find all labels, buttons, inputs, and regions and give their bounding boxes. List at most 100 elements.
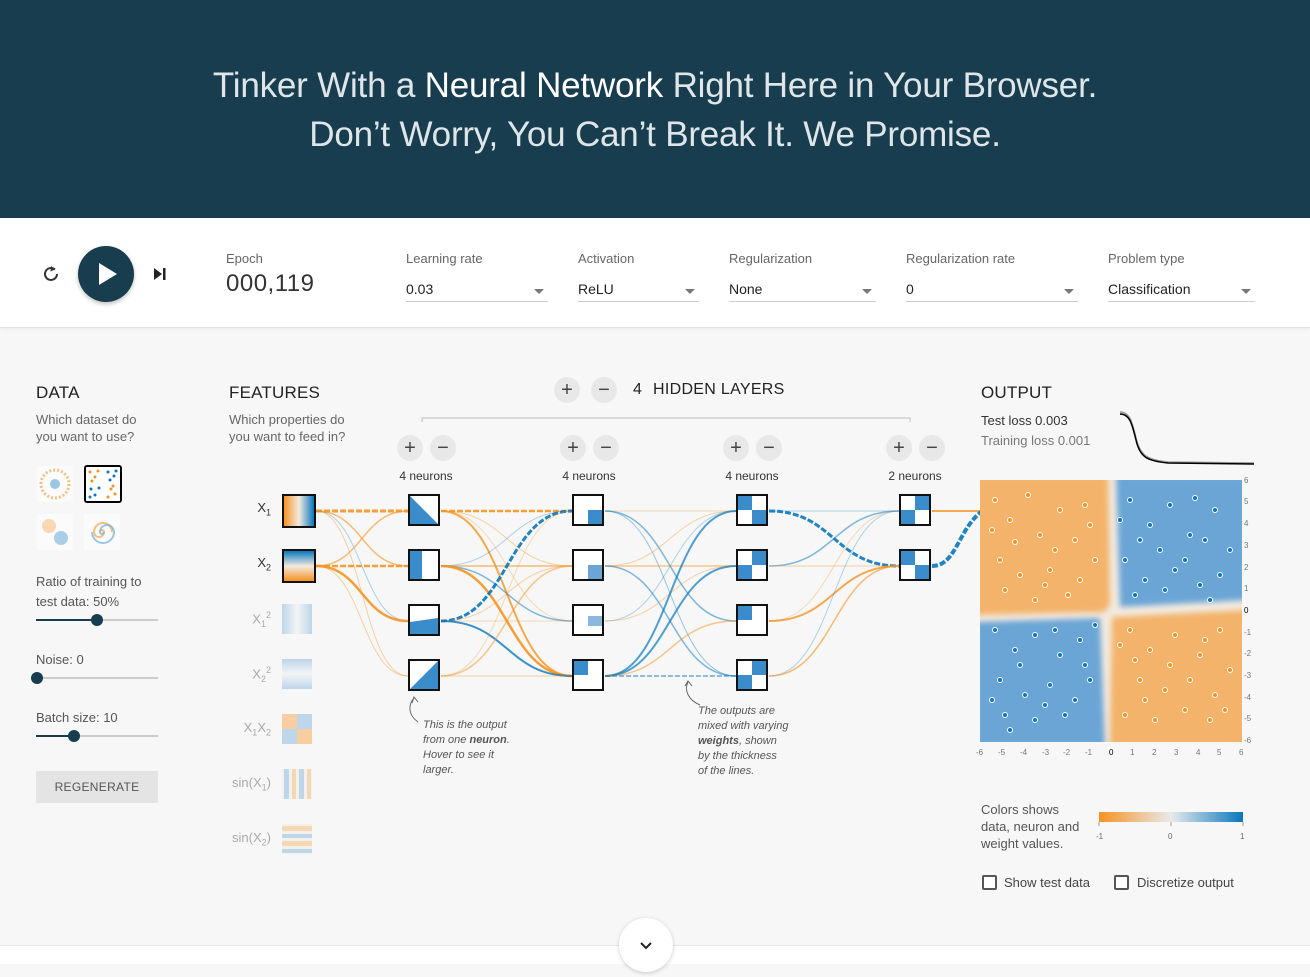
chevron-down-icon: [1064, 289, 1074, 294]
feature-x1[interactable]: [282, 494, 316, 528]
features-title: FEATURES: [229, 383, 321, 402]
play-button[interactable]: [78, 246, 134, 302]
chevron-down-icon: [685, 289, 695, 294]
add-neuron-layer-3[interactable]: +: [723, 435, 749, 461]
output-title: OUTPUT: [981, 383, 1053, 402]
learning-rate-value: 0.03: [406, 281, 434, 297]
output-y-axis: 6 5 4 3 2 1 0 -1 -2 -3 -4 -5 -6: [1244, 476, 1252, 745]
neuron-l1-n4[interactable]: [408, 659, 440, 691]
noise-slider-thumb[interactable]: [31, 672, 43, 684]
batch-size-slider[interactable]: [36, 730, 158, 742]
neuron-l2-n4[interactable]: [572, 659, 604, 691]
play-icon: [99, 263, 117, 285]
remove-neuron-layer-2[interactable]: −: [593, 435, 619, 461]
show-test-data-label[interactable]: Show test data: [1004, 875, 1090, 890]
feature-x2-squared[interactable]: [282, 659, 312, 689]
dataset-gauss[interactable]: [37, 514, 73, 550]
neuron-l1-n1[interactable]: [408, 494, 440, 526]
color-legend-text: Colors shows data, neuron and weight val…: [981, 802, 1080, 851]
color-scale-bar: [1098, 812, 1244, 826]
chevron-down-icon: [1241, 289, 1251, 294]
neuron-l2-n2[interactable]: [572, 549, 604, 581]
neuron-l1-n3[interactable]: [408, 604, 440, 636]
annotation-weights: The outputs are mixed with varying weigh…: [698, 705, 789, 777]
output-heatmap: [980, 480, 1242, 742]
batch-size-slider-thumb[interactable]: [68, 730, 80, 742]
learning-rate-label: Learning rate: [406, 251, 483, 266]
hero-title-pre: Tinker With a: [212, 66, 425, 105]
top-controls-bar: Epoch 000,119 Learning rate 0.03 Activat…: [0, 218, 1310, 328]
hero-title-line-2: Don’t Worry, You Can’t Break It. We Prom…: [309, 115, 1001, 154]
remove-neuron-layer-3[interactable]: −: [756, 435, 782, 461]
add-neuron-layer-4[interactable]: +: [886, 435, 912, 461]
feature-x1-squared[interactable]: [282, 604, 312, 634]
feature-x1x2[interactable]: [282, 714, 312, 744]
feature-label-sin-x2: sin(X2): [232, 830, 271, 848]
dataset-xor[interactable]: [84, 465, 122, 503]
data-title: DATA: [36, 383, 80, 402]
test-loss: Test loss 0.003: [981, 413, 1068, 428]
hidden-layers-title: HIDDEN LAYERS: [653, 381, 785, 398]
feature-x2-squared-heatmap: [282, 659, 312, 689]
feature-x2[interactable]: [282, 549, 316, 583]
dataset-circle[interactable]: [37, 466, 73, 502]
show-test-data-checkbox[interactable]: [982, 875, 997, 890]
neuron-l2-n1[interactable]: [572, 494, 604, 526]
neuron-l4-n2[interactable]: [899, 549, 931, 581]
features-subtitle: Which properties do you want to feed in?: [229, 411, 345, 445]
feature-sin-x2[interactable]: [282, 824, 312, 854]
remove-neuron-layer-4[interactable]: −: [919, 435, 945, 461]
neuron-l2-n3[interactable]: [572, 604, 604, 636]
hero-title-bold: Neural Network: [424, 66, 664, 105]
hero-title-post: Right Here in Your Browser.: [663, 66, 1098, 105]
layer-2-neuron-count: 4 neurons: [562, 469, 616, 483]
chevron-down-icon: [640, 942, 652, 950]
remove-neuron-layer-1[interactable]: −: [430, 435, 456, 461]
dataset-spiral[interactable]: [84, 514, 120, 550]
feature-label-x1x2: X1X2: [243, 720, 271, 738]
gauss-dataset-icon: [37, 514, 73, 550]
neuron-l4-n1[interactable]: [899, 494, 931, 526]
add-neuron-layer-1[interactable]: +: [397, 435, 423, 461]
neuron-l3-n1[interactable]: [736, 494, 768, 526]
problem-type-select[interactable]: Classification: [1108, 276, 1255, 302]
ratio-label-2: test data: 50%: [36, 594, 120, 609]
ratio-slider-thumb[interactable]: [91, 614, 103, 626]
reset-button[interactable]: [38, 261, 64, 287]
spiral-dataset-icon: [84, 514, 120, 550]
batch-size-label: Batch size: 10: [36, 710, 118, 725]
layer-1-neuron-count: 4 neurons: [399, 469, 453, 483]
data-subtitle: Which dataset do you want to use?: [36, 411, 136, 445]
remove-layer-button[interactable]: −: [591, 377, 617, 403]
add-neuron-layer-2[interactable]: +: [560, 435, 586, 461]
ratio-slider[interactable]: [36, 614, 158, 626]
feature-sin-x1[interactable]: [282, 769, 312, 799]
neuron-l3-n2[interactable]: [736, 549, 768, 581]
noise-slider[interactable]: [31, 672, 158, 684]
neuron-l3-n3[interactable]: [736, 604, 768, 636]
feature-label-x1-squared: X12: [252, 610, 271, 629]
neuron-l1-n2[interactable]: [408, 549, 440, 581]
activation-select[interactable]: ReLU: [578, 276, 699, 302]
step-button[interactable]: [148, 261, 174, 287]
training-loss: Training loss 0.001: [981, 433, 1091, 448]
discretize-output-checkbox[interactable]: [1114, 875, 1129, 890]
problem-type-value: Classification: [1108, 281, 1191, 297]
scroll-down-button[interactable]: [619, 918, 673, 972]
learning-rate-select[interactable]: 0.03: [406, 276, 548, 302]
regularization-rate-select[interactable]: 0: [906, 276, 1078, 302]
feature-sin-x2-heatmap: [282, 824, 312, 854]
feature-label-x2-squared: X22: [252, 665, 271, 684]
noise-label: Noise: 0: [36, 652, 84, 667]
feature-label-sin-x1: sin(X1): [232, 775, 271, 793]
add-layer-button[interactable]: +: [554, 377, 580, 403]
data-subtitle-line-2: you want to use?: [36, 429, 135, 444]
regularization-select[interactable]: None: [729, 276, 876, 302]
chevron-down-icon: [534, 289, 544, 294]
regenerate-button[interactable]: REGENERATE: [36, 771, 158, 803]
neuron-l3-n4[interactable]: [736, 659, 768, 691]
output-x-axis: -6 -5 -4 -3 -2 -1 0 1 2 3 4 5 6: [976, 748, 1244, 757]
scale-mid-label: 0: [1168, 832, 1173, 841]
discretize-output-label[interactable]: Discretize output: [1137, 875, 1234, 890]
feature-x1-squared-heatmap: [282, 604, 312, 634]
